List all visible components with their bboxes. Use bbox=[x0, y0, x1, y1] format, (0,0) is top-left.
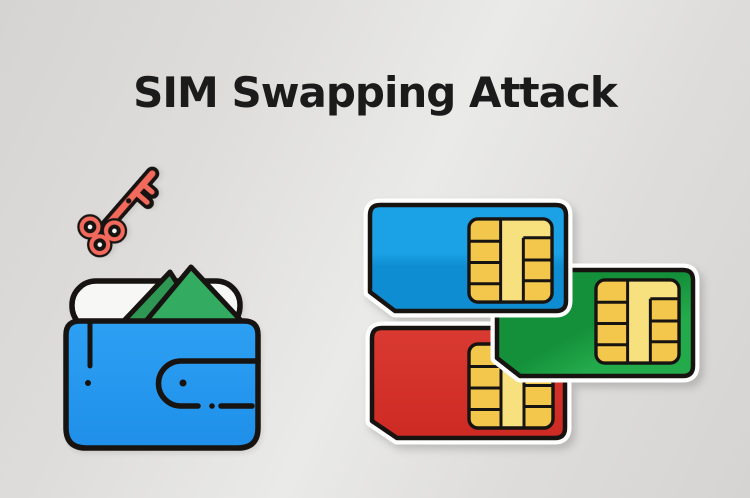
key-shaft-dot bbox=[126, 198, 132, 204]
sim-chip-icon bbox=[467, 217, 554, 304]
sim-chip-icon bbox=[594, 278, 681, 365]
wallet-clasp bbox=[155, 358, 261, 409]
sim-card-blue-icon bbox=[363, 198, 573, 318]
wallet-icon bbox=[63, 264, 261, 451]
key-icon bbox=[77, 166, 160, 258]
key-head bbox=[77, 214, 128, 258]
page-title: SIM Swapping Attack bbox=[133, 68, 618, 117]
sim-cards-group bbox=[363, 198, 700, 445]
wallet-body bbox=[63, 318, 261, 451]
